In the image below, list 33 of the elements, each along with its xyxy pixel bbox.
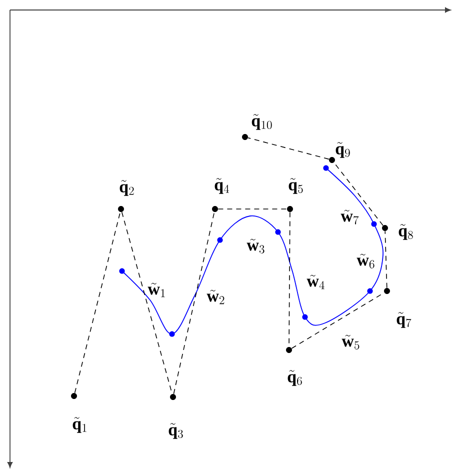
curve-label: $\tilde{\mathbf{w}}_{3}$ [246, 238, 264, 254]
control-point [212, 206, 218, 212]
control-point [384, 288, 390, 294]
control-point [329, 157, 335, 163]
point-label: $\tilde{\mathbf{q}}_{9}$ [336, 142, 350, 158]
curve-label: $\tilde{\mathbf{w}}_{7}$ [340, 210, 359, 224]
curve-label: $\tilde{\mathbf{w}}_{5}$ [342, 334, 360, 350]
control-point [287, 206, 293, 212]
curve-label: $\tilde{\mathbf{w}}_{4}$ [306, 274, 324, 290]
point-label: $\tilde{\mathbf{q}}_{3}$ [168, 423, 183, 439]
point-label: $\tilde{\mathbf{q}}_{5}$ [288, 178, 303, 194]
polygon-edge [384, 230, 388, 288]
control-point [242, 134, 248, 140]
polygon-edge [74, 212, 121, 394]
point-label: $\tilde{\mathbf{q}}_{6}$ [288, 370, 302, 386]
control-point [71, 393, 77, 399]
polygon-edge [334, 162, 384, 226]
curve-label: $\tilde{\mathbf{w}}_{1}$ [148, 282, 165, 298]
polygon-edge [218, 208, 288, 210]
control-point [286, 347, 292, 353]
control-point [170, 394, 176, 400]
control-point [382, 225, 388, 231]
point-label: $\tilde{\mathbf{q}}_{7}$ [396, 312, 412, 328]
polygon-edge [248, 137, 330, 160]
point-label: $\tilde{\mathbf{q}}_{4}$ [214, 178, 230, 194]
curve-label: $\tilde{\mathbf{w}}_{6}$ [356, 254, 374, 268]
control-point [118, 206, 124, 212]
point-label: $\tilde{\mathbf{q}}_{10}$ [252, 114, 272, 130]
point-label: $\tilde{\mathbf{q}}_{8}$ [398, 224, 413, 240]
curve-label: $\tilde{\mathbf{w}}_{2}$ [206, 290, 224, 304]
point-label: $\tilde{\mathbf{q}}_{1}$ [72, 417, 86, 433]
polygon-edge [173, 212, 215, 394]
point-label: $\tilde{\mathbf{q}}_{2}$ [120, 180, 134, 196]
